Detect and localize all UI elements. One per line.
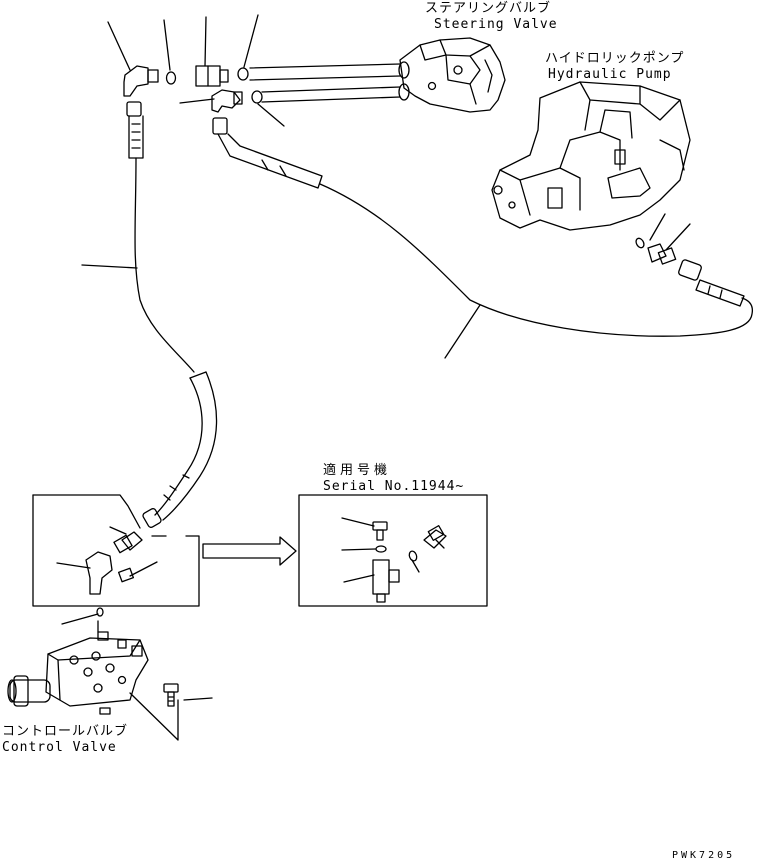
hose-pump <box>212 117 754 359</box>
top-leader-lines <box>107 14 285 127</box>
steering-valve-label-en: Steering Valve <box>434 17 558 32</box>
drawing-code: PWK7205 <box>672 850 736 861</box>
control-valve-label-jp: コントロールバルブ <box>2 724 129 739</box>
hose-lower-thick <box>142 371 218 528</box>
hydraulic-pump-label-jp: ハイドロリックポンプ <box>545 51 685 66</box>
steering-valve-label-jp: ステアリングバルブ <box>425 1 552 16</box>
hose-left <box>81 101 195 373</box>
serial-label-en: Serial No.11944~ <box>323 479 465 494</box>
pump-fittings <box>635 213 745 307</box>
transition-arrow <box>202 536 297 566</box>
hydraulic-pump-drawing <box>491 81 691 231</box>
top-left-fittings <box>123 65 263 113</box>
control-valve-drawing <box>7 607 213 741</box>
control-valve-label-en: Control Valve <box>2 740 117 755</box>
detail-box-left <box>32 494 200 607</box>
steering-valve-drawing <box>398 37 506 113</box>
steering-tubes <box>249 63 401 103</box>
hydraulic-pump-label-en: Hydraulic Pump <box>548 67 672 82</box>
detail-box-right <box>298 494 488 607</box>
serial-label-jp: 適用号機 <box>323 463 392 478</box>
